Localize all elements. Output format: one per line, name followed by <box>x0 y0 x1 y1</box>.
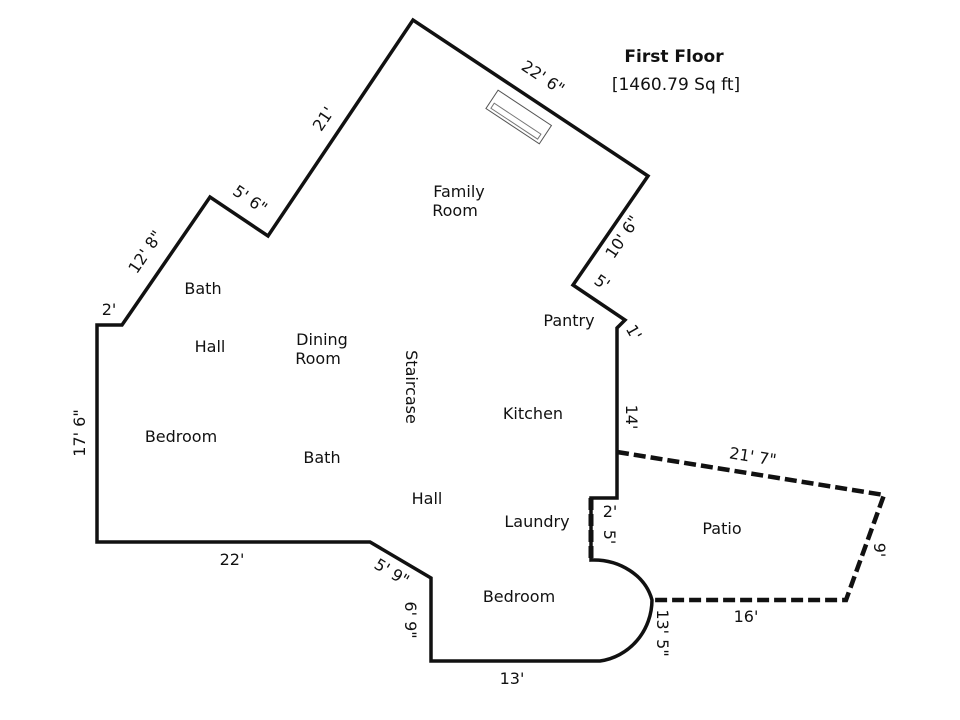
dimension-label: 14' <box>622 405 641 430</box>
room-label: Pantry <box>543 311 594 330</box>
dimension-label: 2' <box>603 502 618 521</box>
room-label: Room <box>432 201 478 220</box>
dimension-label: 17' 6" <box>70 409 89 456</box>
room-label: Hall <box>195 337 226 356</box>
dimension-label: 9' <box>870 543 889 558</box>
dimension-label: 13' <box>500 669 525 688</box>
dimension-label: 2' <box>102 300 117 319</box>
room-label: Bath <box>303 448 340 467</box>
room-label: Hall <box>412 489 443 508</box>
room-label: Dining <box>296 330 348 349</box>
room-label: Laundry <box>504 512 569 531</box>
room-label: Kitchen <box>503 404 563 423</box>
dimension-label: 16' <box>734 607 759 626</box>
room-label: Patio <box>702 519 741 538</box>
floor-area: [1460.79 Sq ft] <box>612 75 740 95</box>
fireplace-icon <box>485 89 553 145</box>
room-label: Bath <box>184 279 221 298</box>
room-label: Bedroom <box>145 427 217 446</box>
room-label: Family <box>433 182 484 201</box>
dimension-label: 5' <box>600 530 619 545</box>
room-label: Room <box>295 349 341 368</box>
patio-outline <box>616 449 888 603</box>
room-label: Bedroom <box>483 587 555 606</box>
room-label: Staircase <box>402 350 421 424</box>
dimension-label: 6' 9" <box>401 601 420 638</box>
exterior-wall <box>95 17 654 663</box>
floor-title: First Floor <box>624 47 724 67</box>
dimension-label: 13' 5" <box>653 609 672 656</box>
dimension-label: 22' <box>220 550 245 569</box>
